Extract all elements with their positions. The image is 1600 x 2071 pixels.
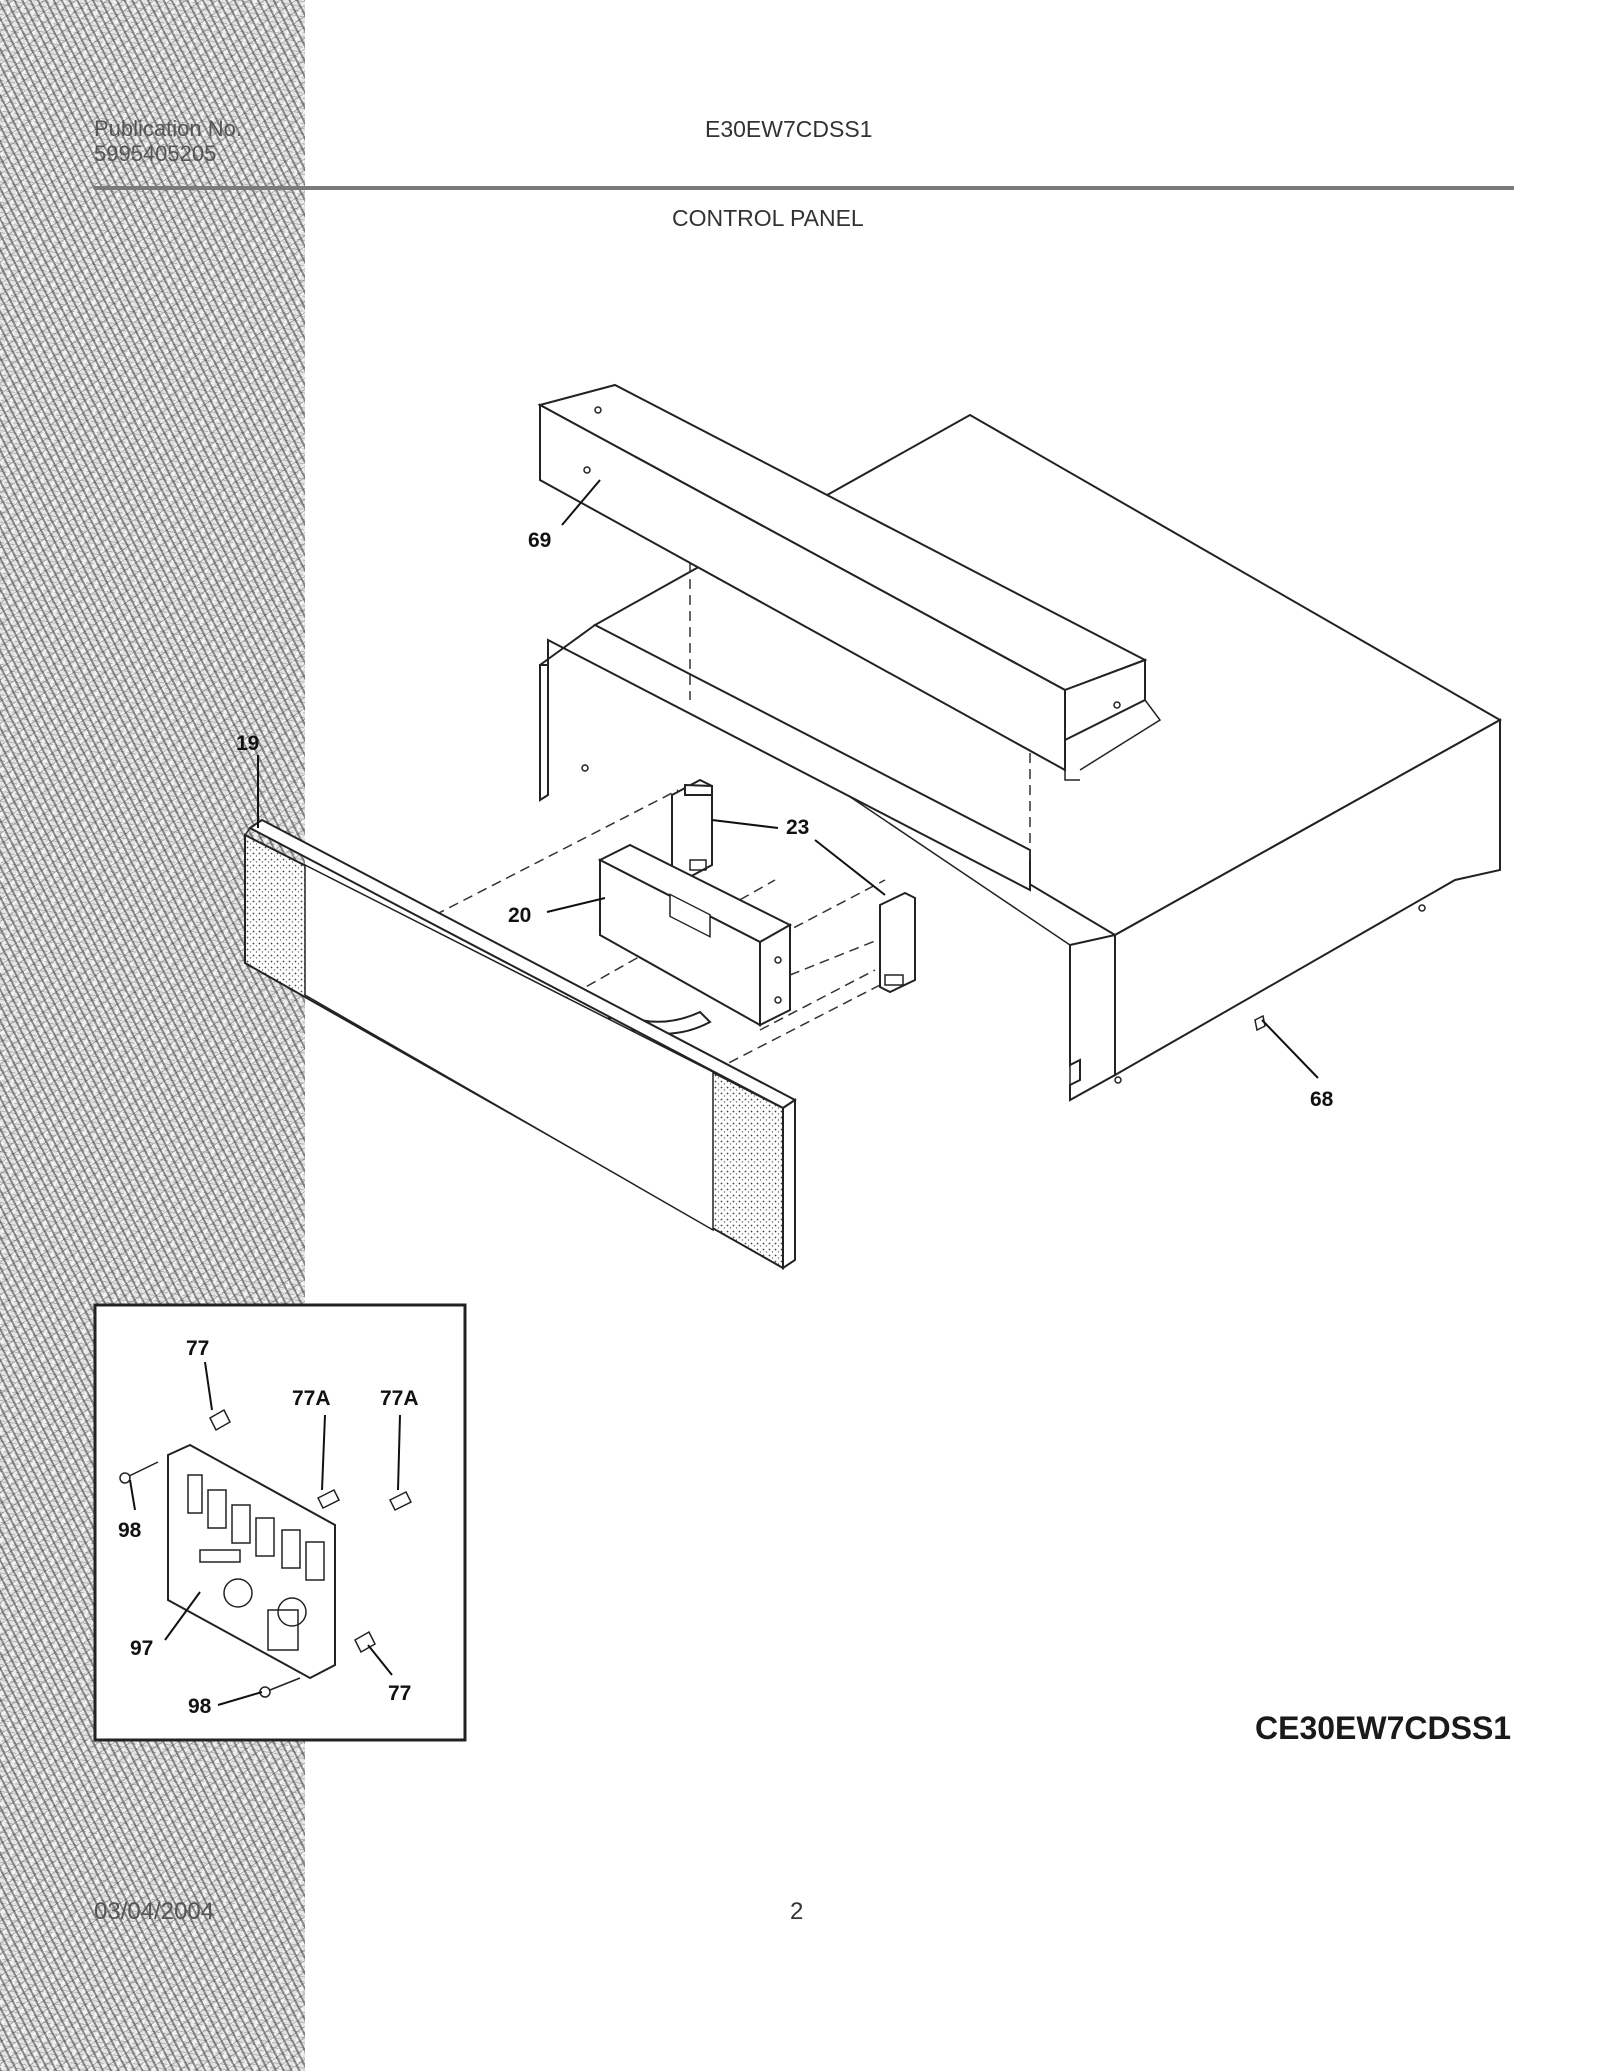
callout-19: 19: [236, 732, 259, 755]
part-19-front-bezel: [244, 818, 797, 1270]
part-69-top-trim: [537, 383, 1162, 781]
header-divider: [94, 186, 1514, 190]
footer-date: 03/04/2004: [94, 1898, 215, 1925]
callout-77-bottom: 77: [388, 1682, 411, 1705]
callout-20: 20: [508, 904, 531, 927]
section-title: CONTROL PANEL: [672, 205, 864, 231]
part-23-brackets: [671, 778, 916, 994]
page-number: 2: [790, 1898, 804, 1925]
rear-panel: [539, 515, 1031, 892]
part-20-control-board: [597, 843, 793, 1027]
callout-68: 68: [1310, 1088, 1334, 1111]
publication-number: 5995405205: [94, 141, 217, 166]
diagram-code: CE30EW7CDSS1: [1255, 1710, 1512, 1746]
callout-69: 69: [528, 529, 551, 552]
model-number-header: E30EW7CDSS1: [705, 116, 873, 142]
inset-relay-board-detail: [93, 1303, 467, 1742]
callout-77a-left: 77A: [292, 1387, 331, 1410]
callout-77-top: 77: [186, 1337, 209, 1360]
callout-97: 97: [130, 1637, 153, 1660]
callout-98-bottom: 98: [188, 1695, 212, 1718]
callout-77a-right: 77A: [380, 1387, 419, 1410]
leader-lines: [129, 479, 1319, 1706]
callout-23: 23: [786, 816, 809, 839]
publication-label: Publication No.: [94, 116, 242, 141]
margin-texture: [0, 0, 305, 2071]
callout-98-left: 98: [118, 1519, 142, 1542]
